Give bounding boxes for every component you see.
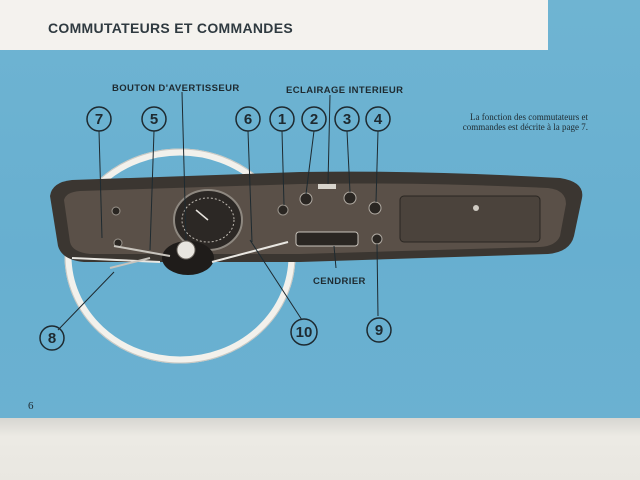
leader-2	[305, 130, 315, 195]
switch-7	[111, 206, 121, 216]
wheel-spoke-right	[211, 241, 289, 263]
switch-4	[368, 201, 382, 215]
leader-7	[98, 130, 103, 239]
wheel-spoke-left	[71, 257, 161, 263]
interior-light	[318, 184, 336, 189]
stalk-left	[113, 245, 171, 257]
callout-7: 7	[86, 106, 112, 132]
callout-number: 4	[374, 111, 383, 128]
leader-horn	[181, 91, 187, 241]
dashboard-illustration: 7 5 6 1 2 3 4 8 10 9	[39, 91, 583, 364]
speedometer-scale	[181, 197, 235, 243]
stalk-lower	[109, 257, 151, 269]
page-title: COMMUTATEURS ET COMMANDES	[48, 20, 293, 36]
switch-9	[371, 233, 383, 245]
leader-8	[57, 271, 115, 331]
callout-number: 5	[150, 111, 158, 128]
label-ashtray: CENDRIER	[313, 276, 366, 287]
ashtray	[295, 231, 359, 247]
function-note: La fonction des commutateurs et commande…	[462, 112, 588, 132]
leader-lines	[57, 91, 379, 331]
next-page-edge	[0, 418, 640, 480]
callout-3: 3	[334, 106, 360, 132]
switch-3	[343, 191, 357, 205]
callout-8: 8	[39, 325, 65, 351]
header-band: COMMUTATEURS ET COMMANDES	[0, 0, 548, 50]
callout-1: 1	[269, 106, 295, 132]
callout-9: 9	[366, 317, 392, 343]
callout-2: 2	[301, 106, 327, 132]
leader-interior-light	[327, 94, 331, 185]
manual-page: COMMUTATEURS ET COMMANDES BOUTON D'AVERT…	[0, 0, 640, 420]
callout-number: 2	[310, 111, 318, 128]
callout-number: 8	[48, 330, 56, 347]
switch-2	[299, 192, 313, 206]
callout-number: 1	[278, 111, 286, 128]
callout-number: 9	[375, 322, 383, 339]
label-horn-button: BOUTON D'AVERTISSEUR	[112, 83, 240, 94]
leader-4	[375, 130, 379, 203]
callout-6: 6	[235, 106, 261, 132]
speedometer-needle	[195, 209, 209, 221]
callout-5: 5	[141, 106, 167, 132]
label-interior-light: ECLAIRAGE INTERIEUR	[286, 85, 404, 96]
callout-number: 10	[296, 324, 313, 341]
leader-10	[249, 239, 303, 321]
callout-number: 7	[95, 111, 103, 128]
glovebox-latch	[473, 205, 479, 211]
page-number: 6	[28, 400, 34, 412]
callout-4: 4	[365, 106, 391, 132]
leader-6	[247, 130, 253, 243]
leader-1	[281, 130, 285, 206]
leader-3	[346, 130, 351, 193]
glovebox	[399, 195, 541, 243]
callout-number: 3	[343, 111, 351, 128]
horn-button	[176, 240, 196, 260]
callout-10: 10	[290, 318, 318, 346]
leader-ashtray	[333, 245, 337, 269]
callout-number: 6	[244, 111, 252, 128]
leader-9	[376, 243, 379, 317]
switch-1	[277, 204, 289, 216]
leader-5	[149, 130, 155, 251]
